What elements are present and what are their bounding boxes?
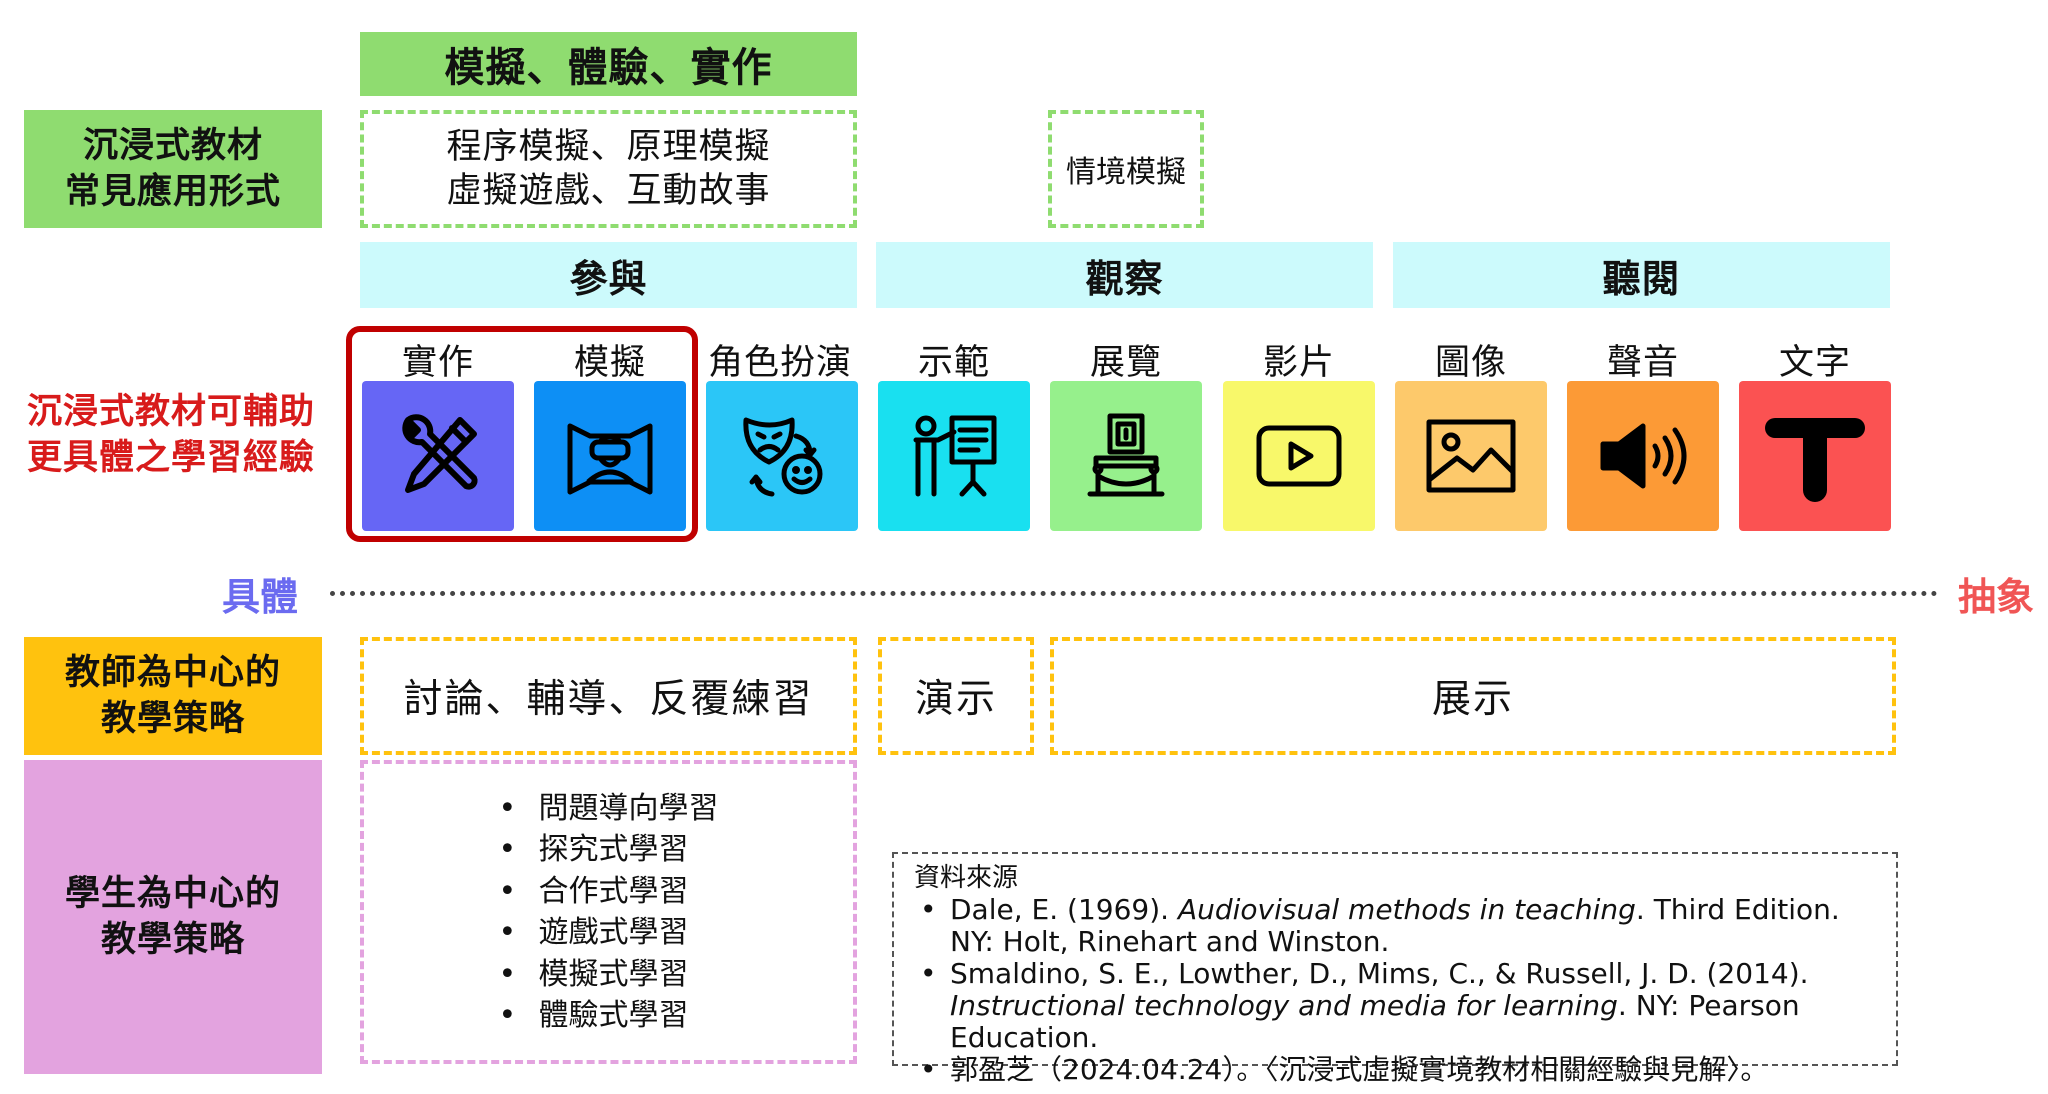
experience-label-exhibition: 展覽 — [1089, 343, 1162, 383]
references-list: Dale, E. (1969). Audiovisual methods in … — [914, 894, 1876, 1087]
forms-box-simulations: 程序模擬、原理模擬 虛擬遊戲、互動故事 — [360, 110, 857, 228]
student-label-box: 學生為中心的 教學策略 — [24, 760, 322, 1074]
list-item: 體驗式學習 — [499, 995, 719, 1037]
experience-label-image: 圖像 — [1434, 343, 1507, 383]
category-participate-label: 參與 — [569, 256, 648, 301]
category-observe-label: 觀察 — [1085, 256, 1164, 301]
experience-label-video: 影片 — [1262, 343, 1335, 383]
student-box: 問題導向學習 探究式學習 合作式學習 遊戲式學習 模擬式學習 體驗式學習 — [360, 760, 857, 1064]
top-title-box: 模擬、體驗、實作 — [360, 32, 857, 96]
teacher-box1-text: 討論、輔導、反覆練習 — [403, 677, 814, 722]
teacher-label-box: 教師為中心的 教學策略 — [24, 637, 322, 755]
immersive-highlight-frame — [346, 326, 698, 542]
teacher-label-line1: 教師為中心的 — [64, 653, 281, 693]
vr-headset-icon — [567, 423, 653, 495]
ref1-part-b: . Third Edition. NY: Holt, Rinehart and … — [950, 893, 1840, 958]
category-listen-label: 聽閱 — [1602, 256, 1681, 301]
references-box: 資料來源 Dale, E. (1969). Audiovisual method… — [892, 852, 1898, 1086]
presentation-icon — [913, 415, 997, 497]
experience-label-roleplay: 角色扮演 — [707, 343, 852, 383]
text-icon — [1765, 418, 1865, 502]
experience-tile-sound — [1567, 381, 1719, 531]
axis-abstract-label: 抽象 — [1958, 575, 2035, 619]
list-item: 問題導向學習 — [499, 788, 719, 830]
experience-label-demonstration: 示範 — [917, 343, 990, 383]
assist-label-line2: 更具體之學習經驗 — [26, 438, 315, 478]
tools-icon — [402, 414, 478, 493]
teacher-box3-text: 展示 — [1431, 677, 1514, 722]
ref2-title: Instructional technology and media for l… — [950, 989, 1618, 1022]
forms-box1-line2: 虛擬遊戲、互動故事 — [446, 171, 771, 211]
forms-label-line2: 常見應用形式 — [64, 172, 281, 212]
experience-tile-video — [1223, 381, 1375, 531]
reference-item: 郭盈芝（2024.04.24）。〈沉浸式虛擬實境教材相關經驗與見解〉。 — [914, 1054, 1876, 1087]
ref1-part-a: Dale, E. (1969). — [950, 893, 1178, 926]
list-item: 模擬式學習 — [499, 954, 719, 996]
play-icon — [1256, 425, 1342, 487]
axis-dotted-line — [330, 591, 1938, 596]
teacher-box2-text: 演示 — [914, 677, 997, 722]
experience-tile-demonstration — [878, 381, 1030, 531]
ref2-part-a: Smaldino, S. E., Lowther, D., Mims, C., … — [950, 957, 1809, 990]
experience-tile-text — [1739, 381, 1891, 531]
teacher-box-demo: 演示 — [878, 637, 1034, 755]
list-item: 探究式學習 — [499, 829, 719, 871]
experience-tile-roleplay — [706, 381, 858, 531]
list-item: 合作式學習 — [499, 871, 719, 913]
experience-tile-image — [1395, 381, 1547, 531]
student-label-line2: 教學策略 — [100, 920, 245, 960]
experience-tile-simulation — [534, 381, 686, 531]
assist-label: 沉浸式教材可輔助 更具體之學習經驗 — [10, 385, 332, 485]
category-listen: 聽閱 — [1393, 242, 1890, 308]
forms-box2-label: 情境模擬 — [1066, 155, 1186, 190]
forms-box-situational: 情境模擬 — [1048, 110, 1204, 228]
assist-label-line1: 沉浸式教材可輔助 — [26, 392, 315, 432]
experience-tile-exhibition — [1050, 381, 1202, 531]
forms-label-box: 沉浸式教材 常見應用形式 — [24, 110, 322, 228]
list-item: 遊戲式學習 — [499, 912, 719, 954]
experience-tile-practice — [362, 381, 514, 531]
experience-label-sound: 聲音 — [1606, 343, 1679, 383]
teacher-label-line2: 教學策略 — [100, 699, 245, 739]
exhibit-icon — [1087, 413, 1165, 497]
student-strategy-list: 問題導向學習 探究式學習 合作式學習 遊戲式學習 模擬式學習 體驗式學習 — [499, 788, 719, 1037]
forms-label-line1: 沉浸式教材 — [82, 126, 263, 166]
axis-concrete-label: 具體 — [222, 575, 299, 619]
theater-masks-icon — [743, 417, 823, 497]
experience-label-simulation: 模擬 — [573, 343, 646, 383]
references-title: 資料來源 — [914, 863, 1019, 893]
reference-item: Dale, E. (1969). Audiovisual methods in … — [914, 894, 1876, 958]
experience-label-practice: 實作 — [401, 343, 474, 383]
teacher-box-discussion: 討論、輔導、反覆練習 — [360, 637, 857, 755]
reference-item: Smaldino, S. E., Lowther, D., Mims, C., … — [914, 958, 1876, 1054]
top-title: 模擬、體驗、實作 — [444, 45, 773, 91]
teacher-box-display: 展示 — [1050, 637, 1896, 755]
category-observe: 觀察 — [876, 242, 1373, 308]
ref2-part-b: . NY: Pearson Education. — [950, 989, 1800, 1054]
category-participate: 參與 — [360, 242, 857, 308]
student-label-line1: 學生為中心的 — [64, 874, 281, 914]
experience-label-text: 文字 — [1778, 343, 1851, 383]
speaker-icon — [1600, 423, 1687, 489]
image-icon — [1426, 419, 1516, 493]
forms-box1-line1: 程序模擬、原理模擬 — [446, 127, 771, 167]
ref1-title: Audiovisual methods in teaching — [1177, 893, 1636, 926]
